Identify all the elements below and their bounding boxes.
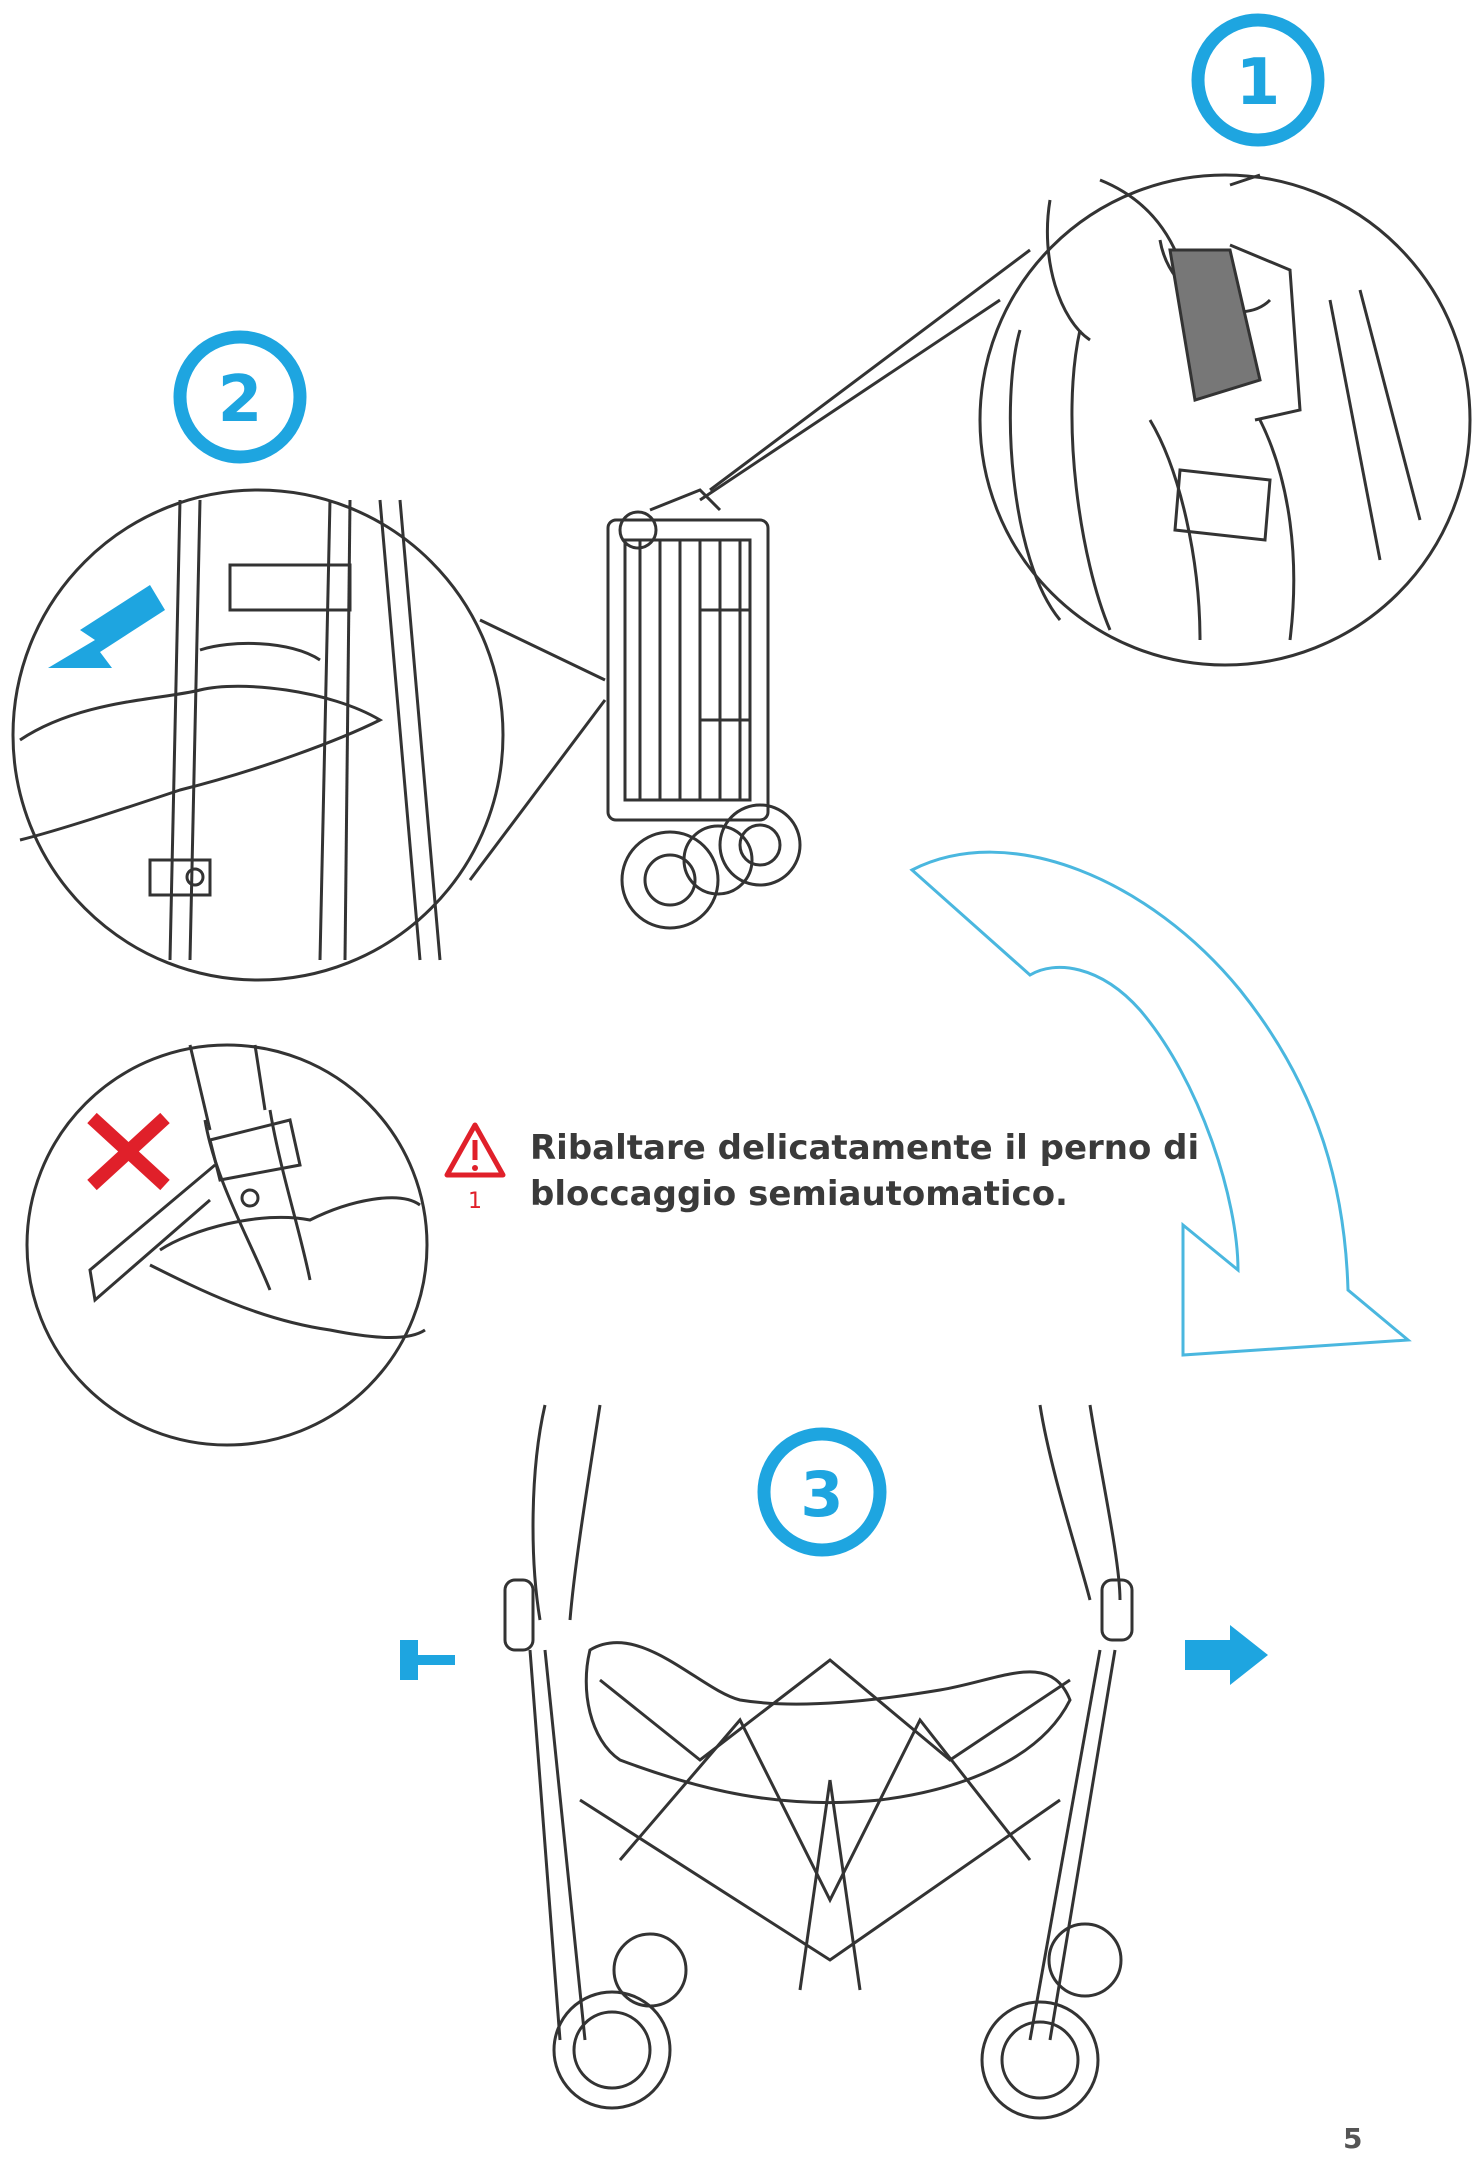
- step-3-number: 3: [800, 1458, 843, 1531]
- step-2-badge: 2: [173, 330, 307, 464]
- rotate-arrow-icon: [909, 850, 1412, 1357]
- page-number: 5: [1343, 2122, 1363, 2155]
- warning-instruction: Ribaltare delicatamente il perno di bloc…: [530, 1125, 1230, 1217]
- step-3-badge: 3: [757, 1427, 887, 1557]
- warning-triangle-icon: 1: [444, 1122, 506, 1214]
- step-1-badge: 1: [1191, 13, 1325, 147]
- zoom-detail-1: [699, 173, 1472, 667]
- pull-right-arrow-icon: [1185, 1625, 1268, 1685]
- unfolding-cart: [503, 1404, 1134, 2120]
- step-1-number: 1: [1236, 46, 1281, 120]
- step-2-number: 2: [218, 363, 263, 437]
- zoom-detail-2: [11, 488, 607, 982]
- warning-line-1: Ribaltare delicatamente il perno di: [530, 1128, 1200, 1168]
- wrong-cross-icon: [87, 1112, 170, 1191]
- push-arrow-icon: [48, 585, 165, 668]
- pull-left-arrow-icon: [400, 1640, 455, 1680]
- warning-number: 1: [468, 1189, 482, 1214]
- zoom-detail-wrong: [25, 1043, 429, 1447]
- warning-line-2: bloccaggio semiautomatico.: [530, 1174, 1068, 1214]
- folded-cart: [606, 488, 802, 930]
